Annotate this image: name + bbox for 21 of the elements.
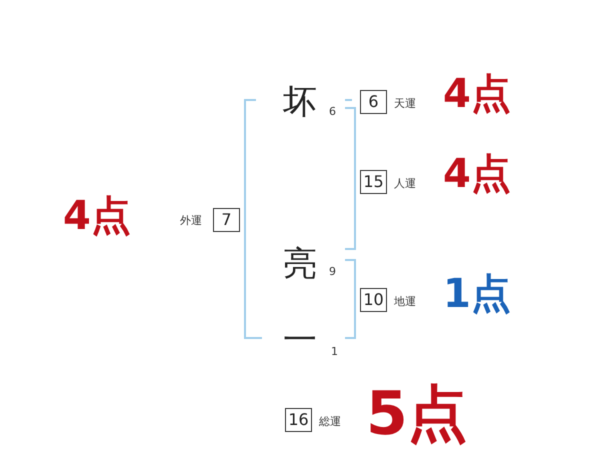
stroke-count: 6 (329, 106, 336, 117)
number-box: 15 (360, 170, 387, 194)
score-text: 4点 (443, 74, 511, 114)
fortune-label: 天運 (394, 98, 416, 109)
score-text: 5点 (366, 384, 468, 444)
number-box: 16 (285, 408, 312, 432)
number-box: 10 (360, 288, 387, 312)
fortune-label: 地運 (394, 296, 416, 307)
score-text: 1点 (443, 274, 511, 314)
name-character: 坏 (283, 85, 317, 119)
fortune-label: 人運 (394, 178, 416, 189)
fortune-label: 外運 (180, 215, 202, 226)
score-text: 4点 (63, 196, 131, 236)
stroke-count: 9 (329, 266, 336, 277)
name-character: 亮 (283, 247, 317, 281)
fortune-label: 総運 (319, 416, 341, 427)
number-box: 6 (360, 90, 387, 114)
stroke-count: 1 (331, 346, 338, 357)
score-text: 4点 (443, 154, 511, 194)
number-box: 7 (213, 208, 240, 232)
name-character: 一 (283, 323, 317, 357)
